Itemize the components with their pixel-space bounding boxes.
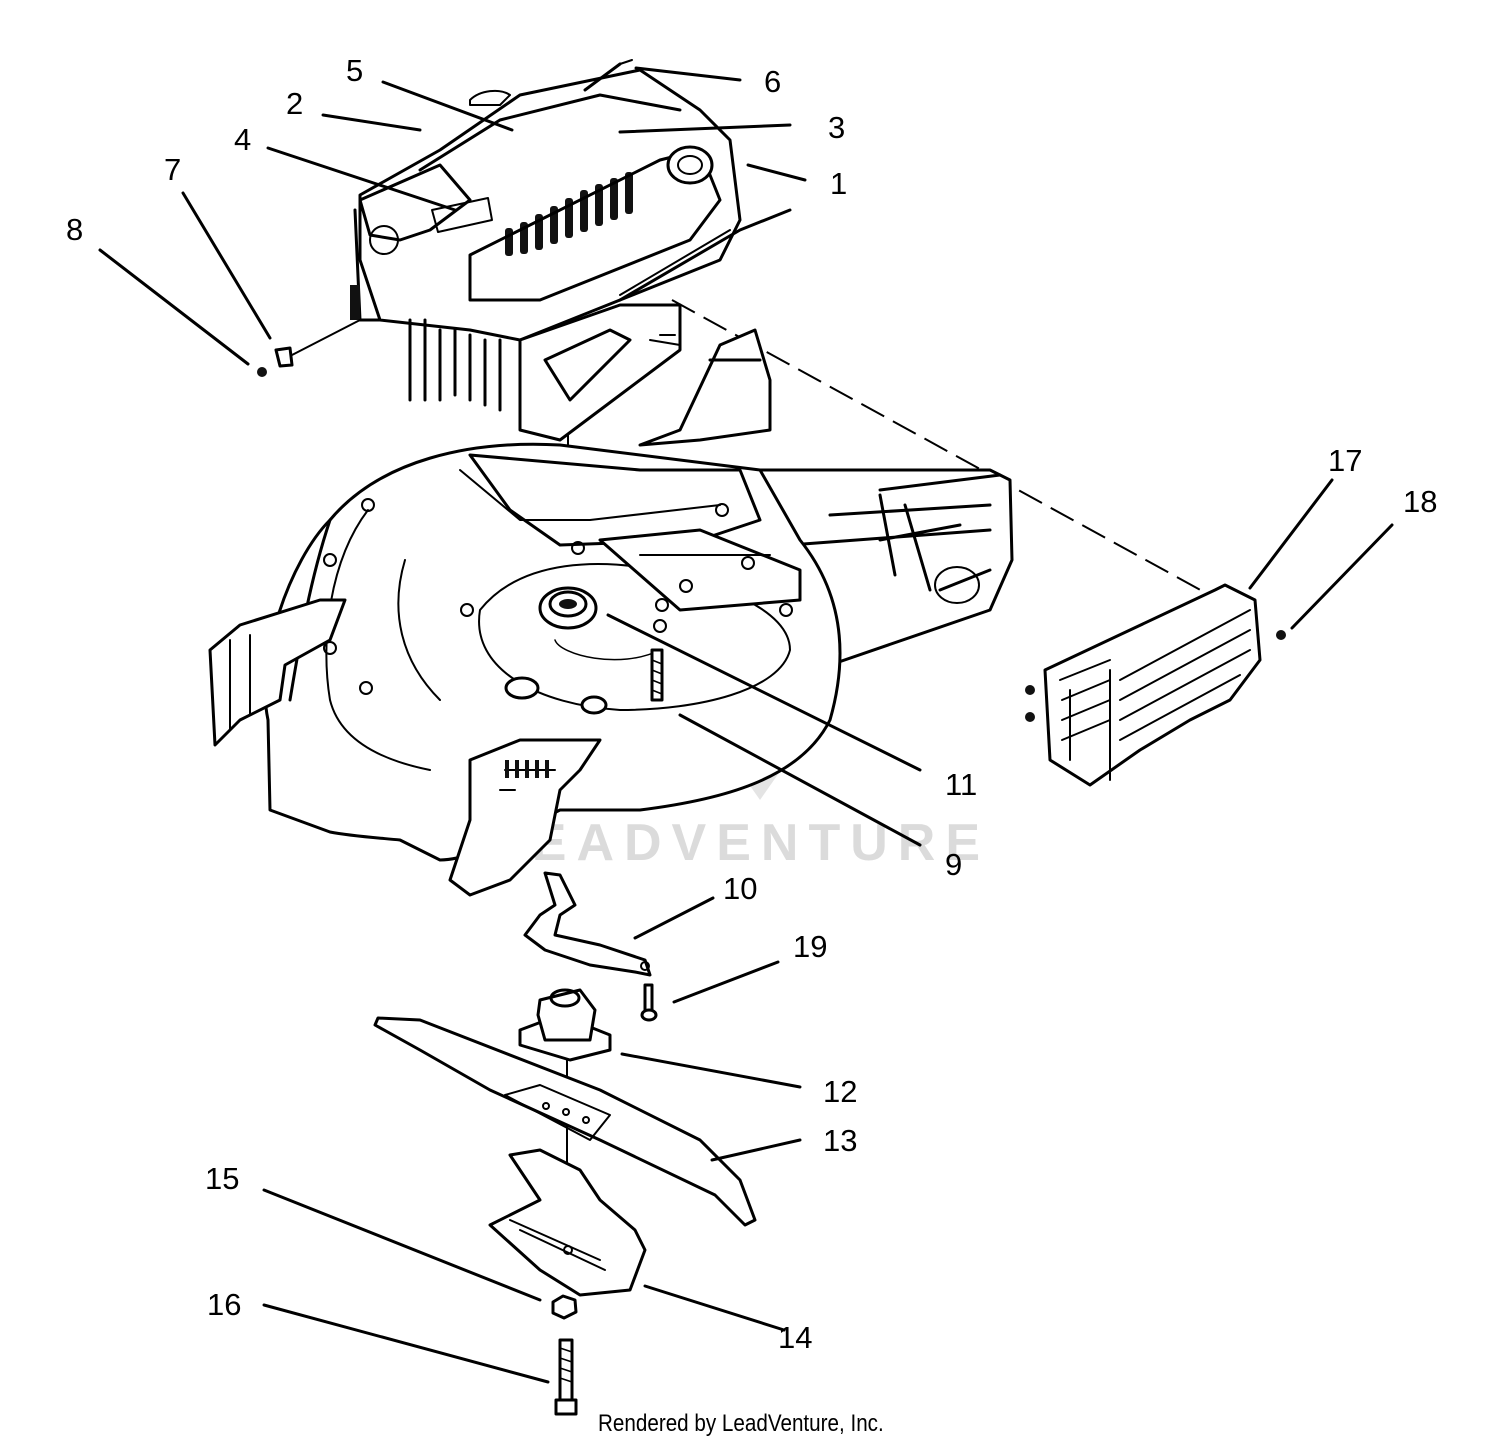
callout-17: 17: [1328, 443, 1362, 478]
callout-10: 10: [723, 871, 757, 906]
alignment-line: [671, 299, 1216, 599]
callout-4: 4: [234, 122, 251, 157]
callout-3: 3: [828, 110, 845, 145]
callout-6: 6: [764, 64, 781, 99]
callout-14: 14: [778, 1320, 812, 1355]
callout-18: 18: [1403, 484, 1437, 519]
render-credit: Rendered by LeadVenture, Inc.: [598, 1410, 884, 1437]
leader-lines: [98, 66, 1394, 1384]
callout-19: 19: [793, 929, 827, 964]
engine-assembly: [350, 59, 792, 442]
callout-7: 7: [164, 152, 181, 187]
callout-2: 2: [286, 86, 303, 121]
callout-15: 15: [205, 1161, 239, 1196]
callout-9: 9: [945, 847, 962, 882]
callout-8: 8: [66, 212, 83, 247]
callout-16: 16: [207, 1287, 241, 1322]
callout-5: 5: [346, 53, 363, 88]
watermark-text: LEADVENTURE: [490, 814, 990, 872]
callout-labels: 1 2 3 4 5 6 7 8 9 10 11 12 13 14 15 16 1…: [66, 53, 1437, 1355]
callout-13: 13: [823, 1123, 857, 1158]
callout-12: 12: [823, 1074, 857, 1109]
blade-parts: [373, 871, 757, 1416]
screws-7-8: [257, 319, 361, 377]
mower-deck: [208, 328, 1014, 897]
callout-11: 11: [945, 767, 977, 802]
heat-guard: [1025, 583, 1286, 787]
callout-1: 1: [830, 166, 847, 201]
